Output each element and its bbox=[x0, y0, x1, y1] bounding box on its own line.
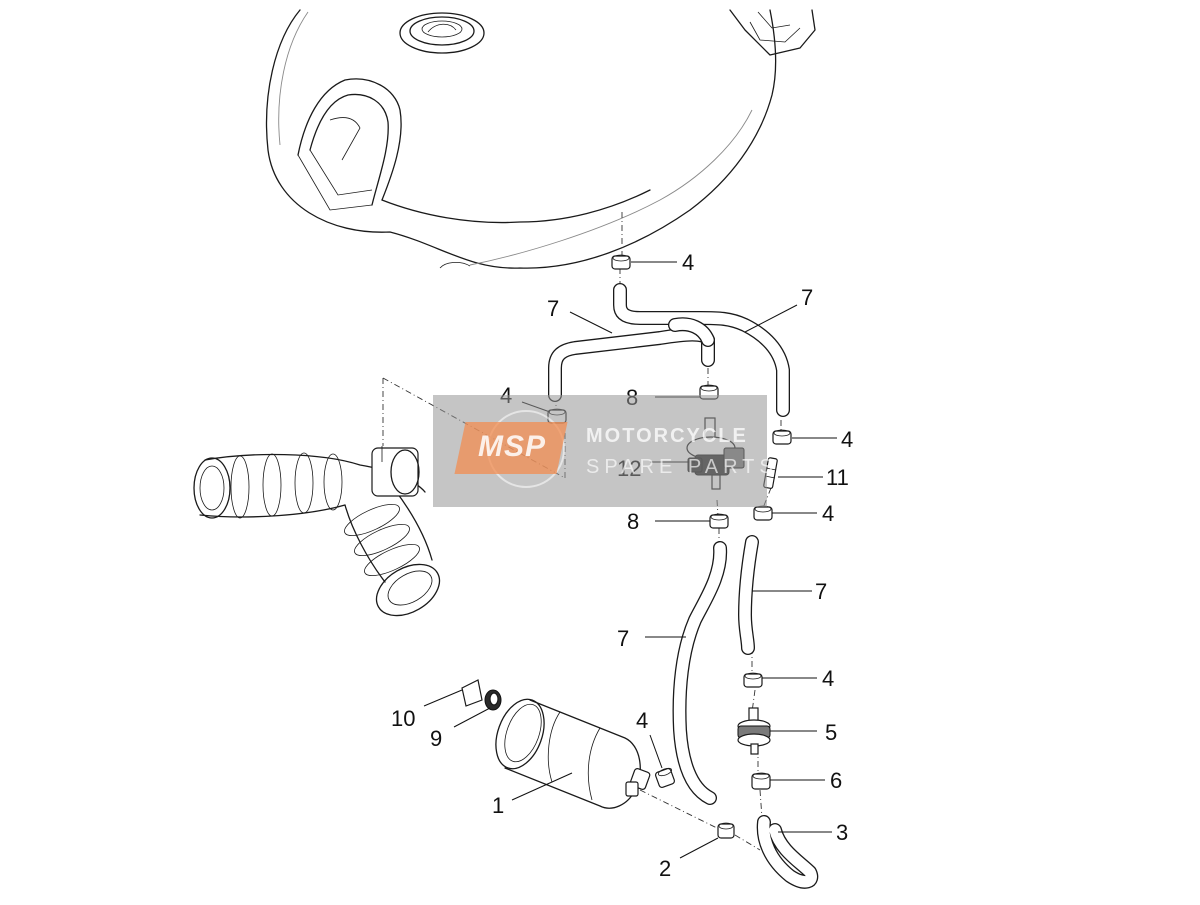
clamp-4-right bbox=[772, 429, 792, 445]
clip-10-drawing bbox=[461, 679, 483, 707]
callout-6: 6 bbox=[830, 768, 842, 793]
air-intake-duct-drawing bbox=[193, 377, 566, 617]
clamp-8-bottom bbox=[709, 513, 729, 529]
clamp-4-top bbox=[611, 254, 631, 270]
clamp-4-right-mid bbox=[753, 505, 773, 521]
valve-5-drawing bbox=[737, 707, 771, 755]
callout-9: 9 bbox=[430, 726, 442, 751]
clamp-6 bbox=[751, 772, 771, 790]
callout-4: 4 bbox=[636, 708, 648, 733]
fitting-9-drawing bbox=[484, 689, 502, 711]
callout-5: 5 bbox=[825, 720, 837, 745]
clamp-4-lower bbox=[743, 672, 763, 688]
callout-7: 7 bbox=[815, 579, 827, 604]
watermark-line-2: SPARE PARTS bbox=[586, 456, 778, 478]
callout-7: 7 bbox=[801, 285, 813, 310]
callout-4: 4 bbox=[822, 501, 834, 526]
callout-4: 4 bbox=[822, 666, 834, 691]
watermark-logo-text: MSP bbox=[478, 430, 547, 463]
callout-4: 4 bbox=[841, 427, 853, 452]
callout-11: 11 bbox=[826, 465, 849, 490]
watermark-line-1: MOTORCYCLE bbox=[586, 425, 748, 447]
hoses bbox=[548, 283, 819, 889]
callout-1: 1 bbox=[492, 793, 504, 818]
clamp-4-canister bbox=[654, 767, 676, 789]
fuel-tank-drawing bbox=[265, 9, 816, 269]
callout-8: 8 bbox=[627, 509, 639, 534]
callout-3: 3 bbox=[836, 820, 848, 845]
callout-7: 7 bbox=[617, 626, 629, 651]
clamp-2 bbox=[717, 822, 735, 839]
callout-7: 7 bbox=[547, 296, 559, 321]
callout-4: 4 bbox=[682, 250, 694, 275]
canister-1-drawing bbox=[495, 698, 651, 809]
callout-leaders bbox=[423, 261, 837, 859]
assembly-axis-lines bbox=[555, 212, 782, 851]
callout-10: 10 bbox=[391, 706, 415, 731]
callout-2: 2 bbox=[659, 856, 671, 881]
